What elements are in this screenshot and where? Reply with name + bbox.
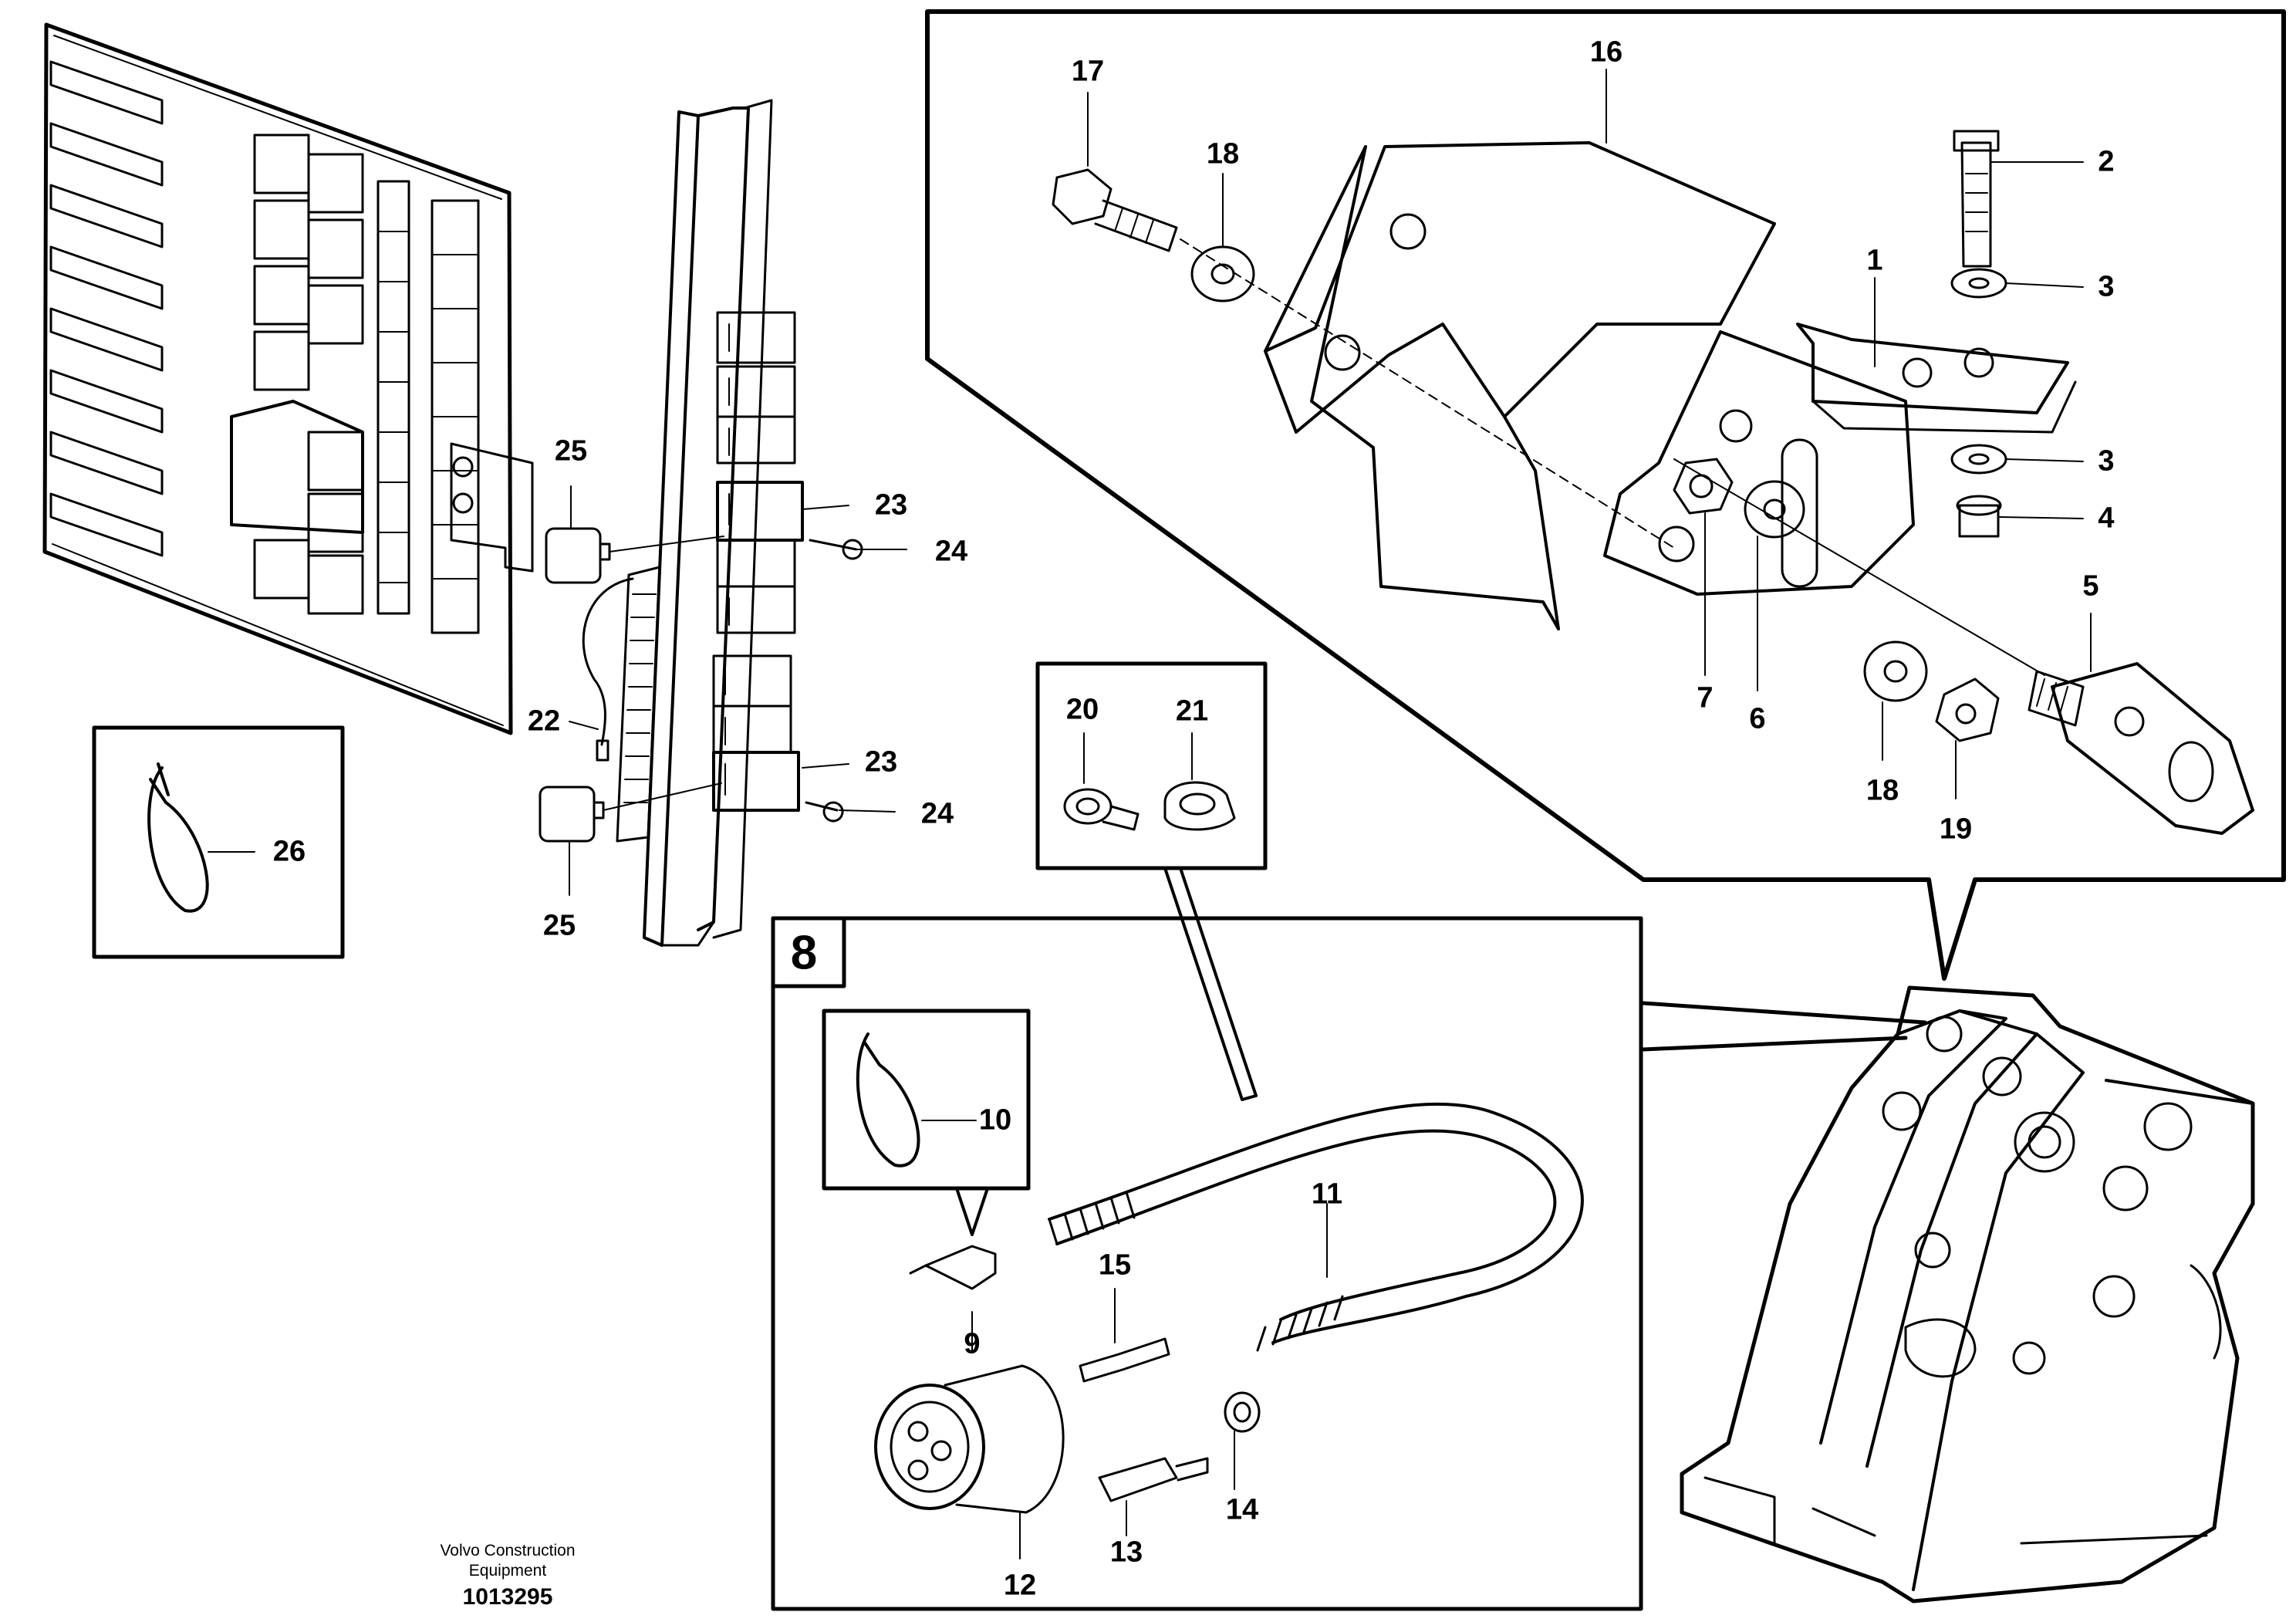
bracket-detail-frame	[925, 9, 2286, 981]
callout-3-lower: 3	[2098, 444, 2115, 478]
distribution-board	[42, 22, 534, 735]
company-name-line1: Volvo Construction	[440, 1542, 576, 1559]
callout-16: 16	[1589, 35, 1623, 69]
callout-23-upper: 23	[874, 488, 908, 522]
callout-21: 21	[1175, 694, 1209, 728]
callout-23-lower: 23	[864, 745, 898, 779]
callout-20: 20	[1065, 693, 1099, 726]
callout-10: 10	[978, 1103, 1012, 1137]
callout-17: 17	[1071, 55, 1105, 88]
callout-24-lower: 24	[920, 797, 954, 830]
callout-25-lower: 25	[542, 909, 576, 942]
callout-22: 22	[527, 705, 561, 738]
callout-8: 8	[790, 926, 818, 980]
callout-18-lower: 18	[1866, 774, 1899, 807]
cable-clip-box	[1035, 661, 1268, 1101]
din-rail-assembly	[539, 99, 907, 947]
callout-5: 5	[2082, 569, 2099, 603]
callout-18-upper: 18	[1206, 137, 1240, 171]
callout-1: 1	[1866, 244, 1883, 277]
callout-3-upper: 3	[2098, 270, 2115, 303]
callout-25-upper: 25	[554, 434, 588, 468]
callout-15: 15	[1098, 1249, 1132, 1282]
callout-13: 13	[1109, 1536, 1143, 1569]
company-name-line2: Equipment	[468, 1562, 547, 1580]
callout-2: 2	[2098, 145, 2115, 178]
callout-4: 4	[2098, 502, 2115, 535]
callout-6: 6	[1749, 702, 1766, 735]
document-number: 1013295	[462, 1584, 553, 1610]
callout-9: 9	[964, 1327, 981, 1360]
callout-19: 19	[1939, 813, 1973, 846]
connector-assembly-box	[771, 916, 1643, 1611]
company-name: Volvo Construction Equipment	[440, 1541, 575, 1581]
machine-frame	[1680, 985, 2255, 1603]
callout-7: 7	[1697, 681, 1714, 715]
cable-tie-box	[92, 725, 345, 959]
callout-14: 14	[1225, 1493, 1259, 1526]
callout-26: 26	[272, 835, 306, 868]
callout-11: 11	[1311, 1178, 1343, 1211]
callout-24-upper: 24	[934, 535, 968, 568]
leader-wedge	[1641, 1001, 1927, 1052]
callout-12: 12	[1003, 1569, 1037, 1602]
